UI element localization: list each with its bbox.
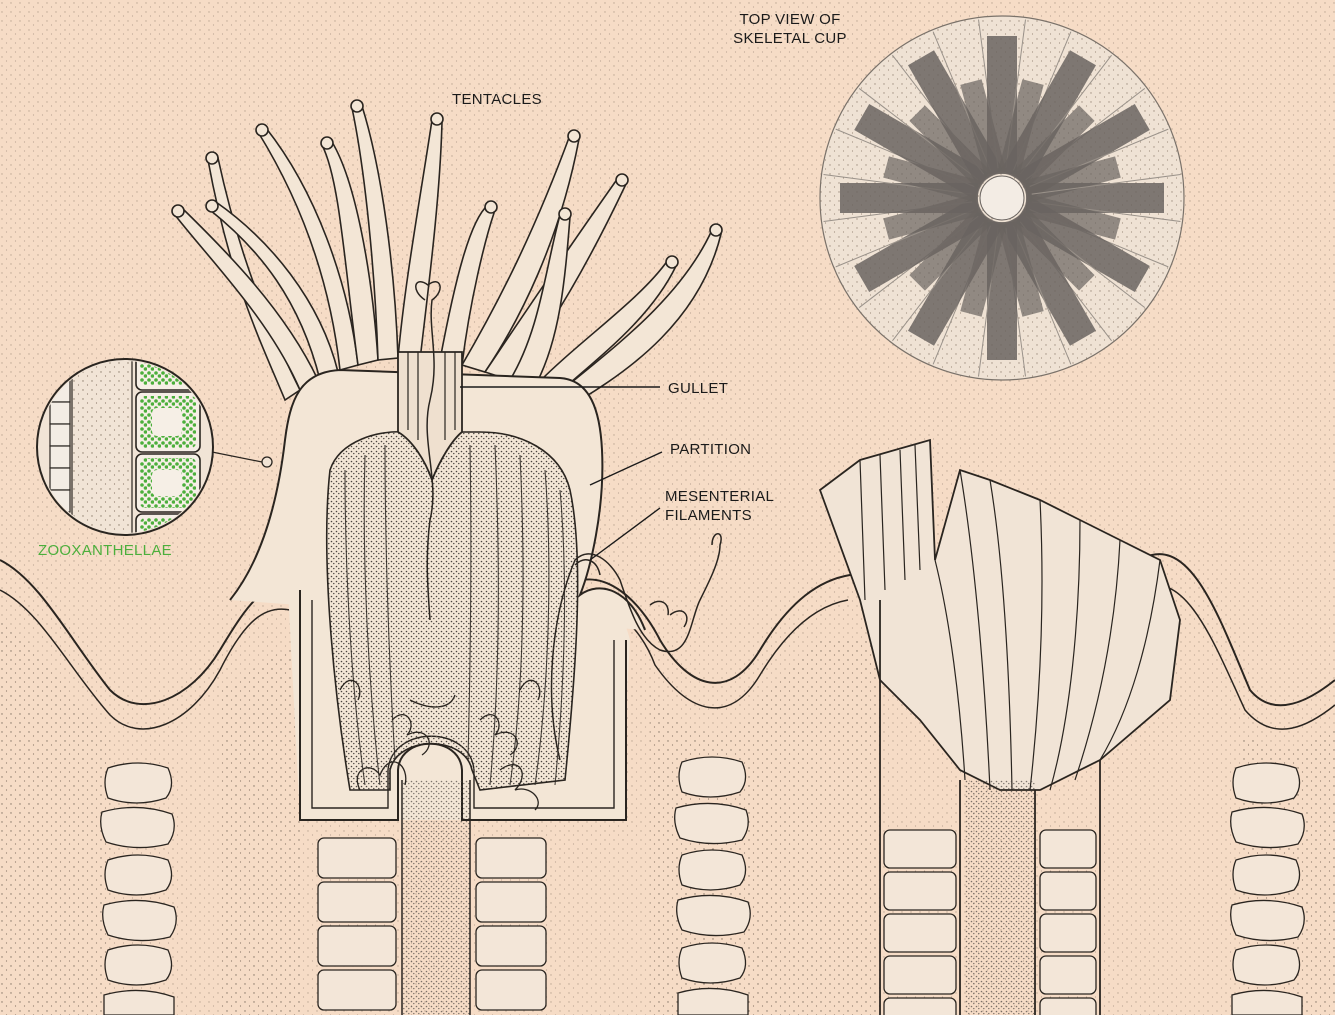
- gullet-label: GULLET: [668, 379, 728, 398]
- partition-label: PARTITION: [670, 440, 751, 459]
- skeletal-cup-top-view: [820, 16, 1184, 380]
- tentacles-label: TENTACLES: [452, 90, 542, 109]
- mesenterial-filaments-label: MESENTERIAL FILAMENTS: [665, 487, 774, 525]
- top-view-label: TOP VIEW OF SKELETAL CUP: [705, 10, 875, 48]
- zooxanthellae-label: ZOOXANTHELLAE: [38, 541, 172, 560]
